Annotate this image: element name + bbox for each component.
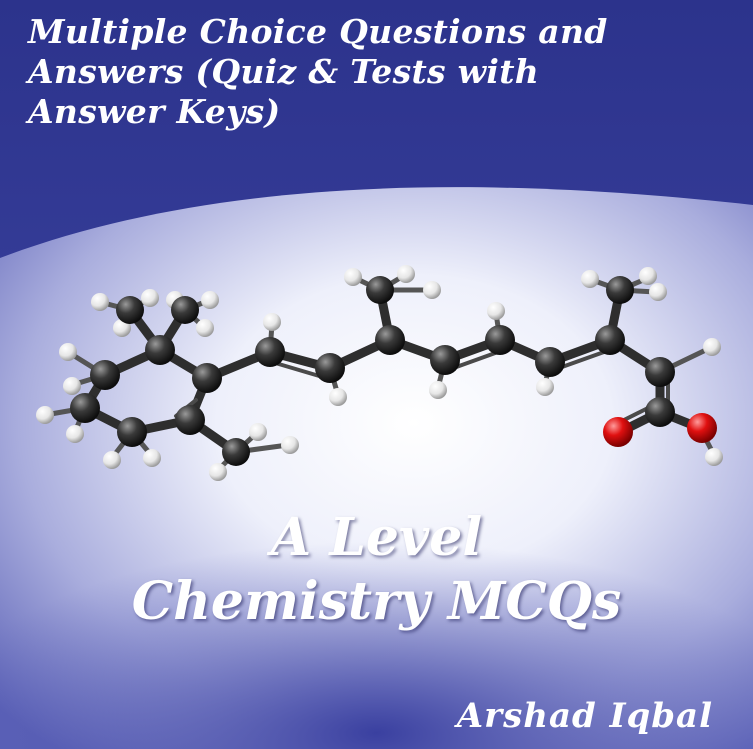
title-line-1: A Level xyxy=(270,507,483,568)
subtitle-line-2: Answers (Quiz & Tests with xyxy=(28,52,540,91)
title-line-2: Chemistry MCQs xyxy=(131,571,622,632)
subtitle-line-1: Multiple Choice Questions and xyxy=(28,12,608,51)
molecule-icon xyxy=(36,265,723,481)
book-author: Arshad Iqbal xyxy=(456,696,713,736)
book-title: A Level Chemistry MCQs xyxy=(0,506,753,634)
book-subtitle: Multiple Choice Questions and Answers (Q… xyxy=(28,12,738,132)
subtitle-line-3: Answer Keys) xyxy=(28,92,281,131)
